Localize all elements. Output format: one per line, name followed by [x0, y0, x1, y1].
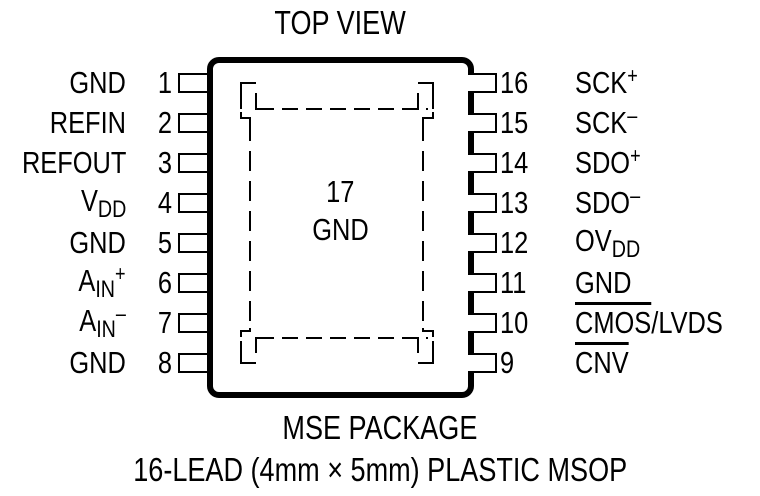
pin-number: 10 [500, 305, 529, 340]
exposed-pad-outline [240, 82, 434, 364]
pin-lead [178, 153, 207, 173]
pin-number: 14 [500, 145, 529, 180]
pin-label: AIN+ [78, 261, 126, 303]
pin-number: 4 [157, 185, 172, 220]
pin-label: CNV [575, 345, 629, 380]
pin-lead [468, 233, 497, 253]
pin-number: 9 [500, 345, 515, 380]
pin-lead [468, 113, 497, 133]
pin-number: 2 [157, 105, 172, 140]
pin-number: 16 [500, 65, 529, 100]
pin-label: OVDD [575, 223, 641, 263]
pin-label: CMOS/LVDS [575, 305, 723, 340]
pin-number: 7 [157, 305, 172, 340]
pin-label: REFOUT [21, 145, 126, 180]
pin-number: 6 [157, 265, 172, 300]
pin-label: SCK– [575, 103, 638, 140]
pin-lead [178, 193, 207, 213]
pin-lead [468, 193, 497, 213]
pin-label: AIN– [79, 301, 126, 343]
pin-label: SDO– [575, 183, 641, 220]
pin-lead [178, 353, 207, 373]
pin-number: 1 [157, 65, 172, 100]
pin-label: GND [575, 265, 632, 300]
pin-label: VDD [80, 183, 126, 223]
pin-label: GND [69, 345, 126, 380]
pin-label: GND [69, 65, 126, 100]
pin-number: 12 [500, 225, 529, 260]
pin-lead [178, 113, 207, 133]
pin-number: 11 [500, 265, 527, 300]
pin-label: GND [69, 225, 126, 260]
pin-label: SDO+ [575, 143, 641, 180]
pin-label: SCK+ [575, 63, 638, 100]
package-outline [207, 57, 474, 398]
pin-lead [468, 73, 497, 93]
pin-label: REFIN [49, 105, 126, 140]
exposed-pad-label: GND [312, 212, 369, 247]
pin-number: 15 [500, 105, 529, 140]
pin-lead [178, 233, 207, 253]
exposed-pad-number: 17 [326, 174, 355, 209]
package-name: MSE PACKAGE [282, 409, 478, 446]
pin-lead [468, 353, 497, 373]
pin-lead [468, 313, 497, 333]
diagram-title: TOP VIEW [274, 4, 406, 41]
pin-number: 3 [157, 145, 172, 180]
pin-number: 8 [157, 345, 172, 380]
pin-lead [178, 313, 207, 333]
pin-lead [178, 73, 207, 93]
pin-lead [178, 273, 207, 293]
pin-number: 5 [157, 225, 172, 260]
pin-number: 13 [500, 185, 529, 220]
pin-lead [468, 153, 497, 173]
pin-lead [468, 273, 497, 293]
package-description: 16-LEAD (4mm × 5mm) PLASTIC MSOP [133, 451, 627, 488]
